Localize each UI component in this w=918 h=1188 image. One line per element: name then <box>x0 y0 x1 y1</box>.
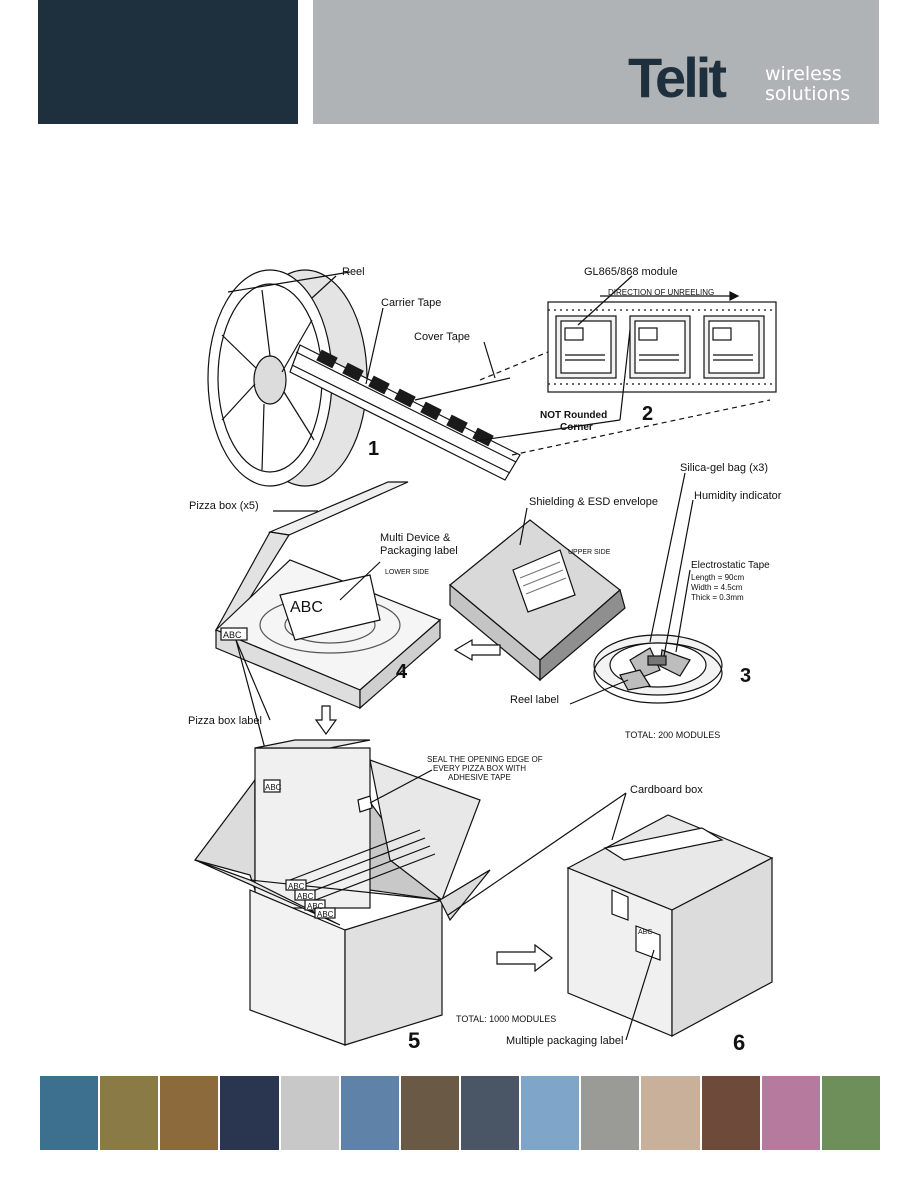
label-esd: Shielding & ESD envelope <box>529 496 658 508</box>
label-multi-pack: Multiple packaging label <box>506 1035 623 1047</box>
label-pizza-box-label: Pizza box label <box>188 715 262 727</box>
label-abc-box-row-2: ABC <box>297 892 314 901</box>
label-humidity: Humidity indicator <box>694 490 782 502</box>
label-pizza-box: Pizza box (x5) <box>189 500 259 512</box>
header-dark-panel <box>38 0 298 124</box>
label-reel-label: Reel label <box>510 694 559 706</box>
photo-light-trails <box>40 1076 99 1150</box>
closed-cardboard-box <box>566 814 774 1038</box>
photo-cyclist <box>340 1076 399 1150</box>
photo-security-camera <box>821 1076 880 1150</box>
esd-envelope-illustration <box>449 519 626 682</box>
open-cardboard-box <box>193 739 491 1046</box>
photo-wind-turbines <box>521 1076 580 1150</box>
label-abc-pizza: ABC <box>290 599 323 616</box>
photo-laptop <box>280 1076 339 1150</box>
label-multi-device-2: Packaging label <box>380 545 458 557</box>
photo-ticket-machine <box>460 1076 520 1150</box>
label-lower-side: LOWER SIDE <box>385 569 429 576</box>
label-carrier-tape: Carrier Tape <box>381 297 441 309</box>
label-seal-2: EVERY PIZZA BOX WITH <box>433 764 526 773</box>
label-cover-tape: Cover Tape <box>414 331 470 343</box>
label-width: Width = 4.5cm <box>691 583 743 592</box>
photo-vending-machine <box>400 1076 459 1150</box>
tagline-line-1: wireless <box>765 63 842 85</box>
photo-laser-security <box>641 1076 700 1150</box>
photo-shopping-street <box>701 1076 760 1150</box>
label-abc-box-row-3: ABC <box>307 902 324 911</box>
label-cardboard: Cardboard box <box>630 784 703 796</box>
pizza-box-illustration <box>214 481 442 710</box>
label-reel: Reel <box>342 266 365 278</box>
label-abc-box-row-4: ABC <box>317 910 334 919</box>
label-module: GL865/868 module <box>584 266 678 278</box>
label-direction: DIRECTION OF UNREELING <box>608 288 714 297</box>
label-seal-1: SEAL THE OPENING EDGE OF <box>427 755 543 764</box>
photo-pink-curtains <box>761 1076 820 1150</box>
label-seal-3: ADHESIVE TAPE <box>448 773 511 782</box>
module-tape-detail <box>547 291 777 393</box>
label-estatic: Electrostatic Tape <box>691 560 770 571</box>
step-number-1: 1 <box>368 438 379 460</box>
label-total-200: TOTAL: 200 MODULES <box>625 730 720 740</box>
photo-payphone <box>100 1076 159 1150</box>
label-upper-side: UPPER SIDE <box>568 549 611 556</box>
photo-electricity-meter <box>581 1076 640 1150</box>
label-corner-1: NOT Rounded <box>540 410 607 421</box>
reel-bags-illustration <box>593 634 723 704</box>
logo-tagline: wireless solutions <box>765 64 850 104</box>
step-number-3: 3 <box>740 665 751 687</box>
label-total-1000: TOTAL: 1000 MODULES <box>456 1014 556 1024</box>
label-length: Length = 90cm <box>691 573 744 582</box>
step-number-4: 4 <box>396 661 408 683</box>
telit-logo: Telit <box>628 46 727 109</box>
step-number-6: 6 <box>733 1030 745 1055</box>
label-abc-pizza-side: ABC <box>223 630 242 640</box>
photo-strip <box>40 1076 880 1150</box>
header-gray-panel <box>313 0 879 124</box>
step-number-5: 5 <box>408 1028 420 1053</box>
label-corner-2: Corner <box>560 422 593 433</box>
step-number-2: 2 <box>642 403 653 425</box>
leader-lines-bottom <box>369 769 655 1041</box>
label-multi-device-1: Multi Device & <box>380 532 451 544</box>
carrier-tape-strip <box>289 344 771 481</box>
leader-lines-top <box>311 275 633 442</box>
label-abc-box-row-1: ABC <box>288 882 305 891</box>
flow-arrows <box>314 638 553 973</box>
photo-led-timetable <box>220 1076 279 1150</box>
leader-lines-middle <box>235 472 694 791</box>
label-abc-box-front: ABC <box>265 783 282 792</box>
photo-shipping-containers <box>160 1076 219 1150</box>
label-thick: Thick = 0.3mm <box>691 593 744 602</box>
tagline-line-2: solutions <box>765 83 851 105</box>
label-silica: Silica-gel bag (x3) <box>680 462 768 474</box>
label-abc-closed-box: ABC <box>638 929 652 936</box>
